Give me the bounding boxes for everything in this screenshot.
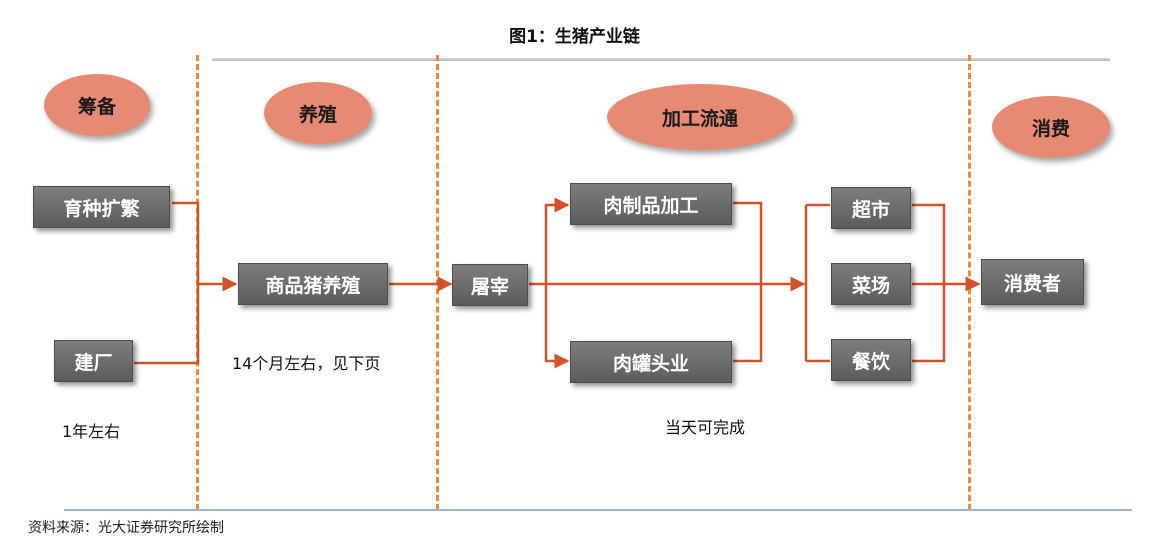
connector-meat-processing-out [733,201,763,284]
arrow-to-meat-processing [529,197,570,286]
bottom-divider [64,509,1132,511]
node-dining: 餐饮 [831,339,911,381]
node-canned-meat: 肉罐头业 [570,341,732,383]
connector-plant-construction [134,284,200,365]
connector-breeding-expansion [172,201,200,284]
phase-prep: 筹备 [44,74,150,136]
top-divider [212,58,1110,61]
note-prep-duration: 1年左右 [62,422,121,441]
source-note: 资料来源：光大证券研究所绘制 [28,520,224,536]
connector-canned-meat-out [733,284,763,363]
node-breeding-expansion: 育种扩繁 [33,186,170,228]
note-processing-duration: 当天可完成 [665,418,746,437]
node-commercial-pig-farming: 商品猪养殖 [238,263,388,305]
phase-processing: 加工流通 [607,84,793,150]
node-supermarket: 超市 [831,187,911,229]
node-slaughter: 屠宰 [452,264,528,306]
node-meat-processing: 肉制品加工 [570,183,732,225]
node-wet-market: 菜场 [831,263,911,305]
phase-breeding: 养殖 [264,82,372,144]
figure-title: 图1：生猪产业链 [509,27,640,47]
node-consumer: 消费者 [981,259,1084,305]
note-breeding-duration: 14个月左右，见下页 [232,354,381,373]
phase-consumption: 消费 [992,96,1110,158]
node-plant-construction: 建厂 [54,340,133,382]
arrow-to-canned-meat [544,284,570,369]
